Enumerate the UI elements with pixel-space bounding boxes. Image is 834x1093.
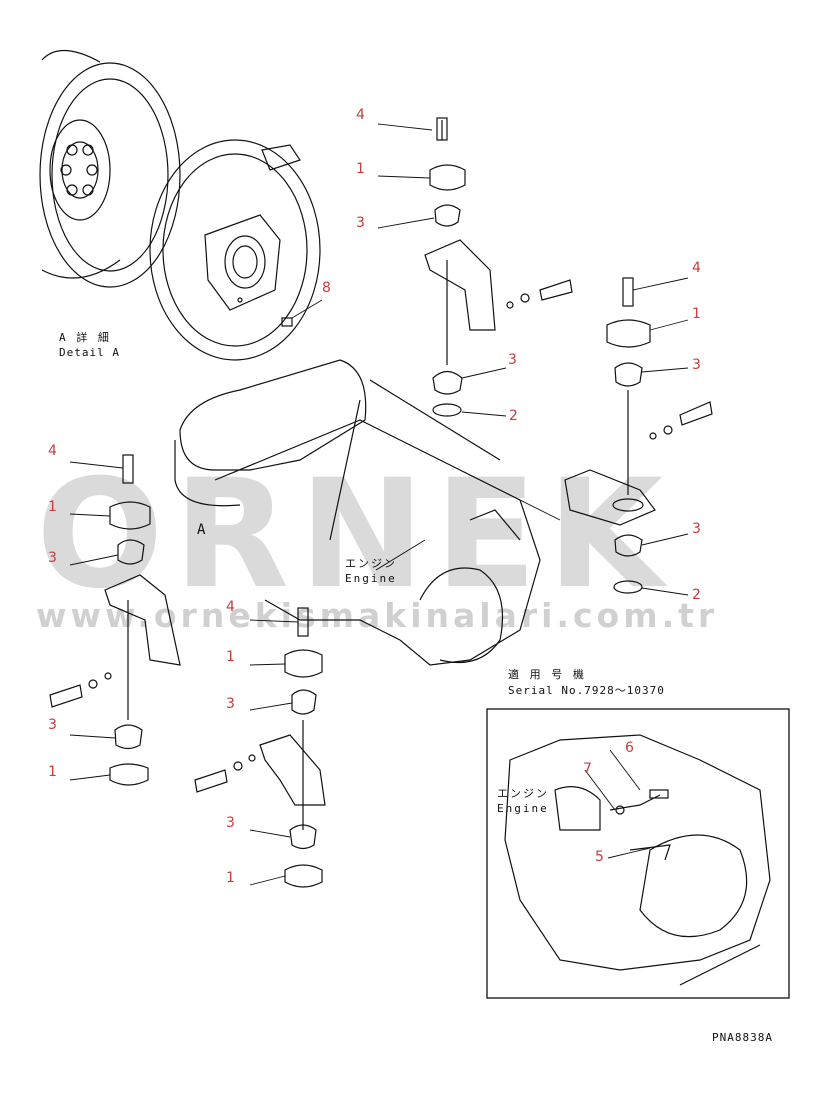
inset-engine-label-jp: エンジン bbox=[497, 787, 549, 800]
serial-label-jp: 適 用 号 機 bbox=[508, 668, 586, 681]
callout-3-mid: 3 bbox=[508, 352, 517, 368]
flywheel-housing bbox=[149, 139, 321, 361]
callout-1-left2: 1 bbox=[48, 764, 57, 780]
inset-engine bbox=[504, 734, 771, 986]
leader-lines bbox=[69, 123, 689, 886]
serial-label-en: Serial No.7928〜10370 bbox=[508, 684, 665, 697]
callout-3-top: 3 bbox=[356, 215, 365, 231]
view-marker-a: A bbox=[197, 522, 208, 538]
engine-label-en: Engine bbox=[345, 572, 397, 585]
callout-3-center2: 3 bbox=[226, 815, 235, 831]
callout-4-center: 4 bbox=[226, 599, 235, 615]
callout-3-left2: 3 bbox=[48, 717, 57, 733]
flywheel bbox=[39, 49, 181, 288]
callout-1-center: 1 bbox=[226, 649, 235, 665]
inset-leaders bbox=[584, 749, 651, 859]
part-code: PNA8838A bbox=[712, 1031, 773, 1044]
detail-label-jp: A 詳 細 bbox=[59, 331, 111, 344]
engine-label-jp: エンジン bbox=[345, 557, 397, 570]
inset-frame bbox=[486, 708, 790, 999]
mount-left bbox=[49, 454, 181, 786]
mount-center bbox=[194, 607, 326, 888]
callout-1-left: 1 bbox=[48, 499, 57, 515]
callout-1-top: 1 bbox=[356, 161, 365, 177]
callout-2-mid: 2 bbox=[509, 408, 518, 424]
callout-5: 5 bbox=[595, 849, 604, 865]
callout-3-right2: 3 bbox=[692, 521, 701, 537]
mount-top bbox=[424, 117, 573, 417]
mount-right bbox=[564, 277, 713, 594]
engine-block bbox=[174, 359, 541, 666]
watermark-url: www.ornekismakinalari.com.tr bbox=[36, 596, 719, 635]
callout-3-center: 3 bbox=[226, 696, 235, 712]
detail-label-en: Detail A bbox=[59, 346, 120, 359]
watermark-logo: ÖRNEK bbox=[36, 470, 674, 600]
callout-2-right: 2 bbox=[692, 587, 701, 603]
callout-6: 6 bbox=[625, 740, 634, 756]
callout-8: 8 bbox=[322, 280, 331, 296]
callout-4-right: 4 bbox=[692, 260, 701, 276]
callout-4-left: 4 bbox=[48, 443, 57, 459]
callout-7: 7 bbox=[583, 761, 592, 777]
callout-3-left: 3 bbox=[48, 550, 57, 566]
inset-engine-label-en: Engine bbox=[497, 802, 549, 815]
callout-3-right: 3 bbox=[692, 357, 701, 373]
callout-1-right: 1 bbox=[692, 306, 701, 322]
callout-1-center2: 1 bbox=[226, 870, 235, 886]
callout-4-top: 4 bbox=[356, 107, 365, 123]
